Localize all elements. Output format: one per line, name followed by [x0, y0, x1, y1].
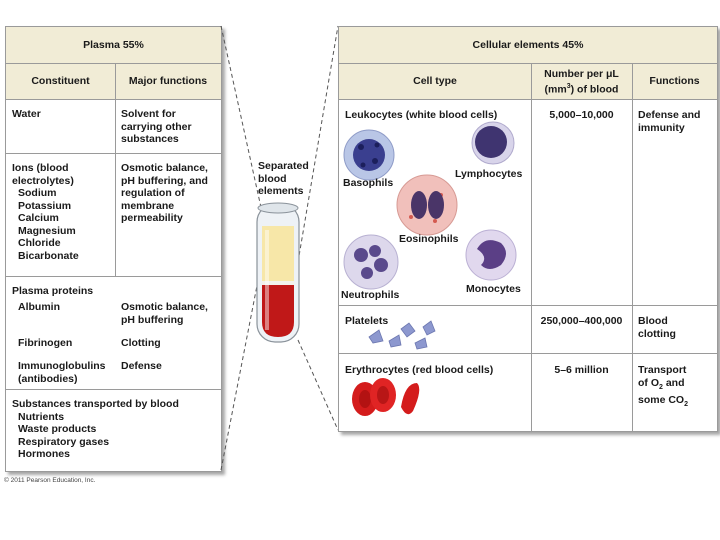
- immunoglobulins-name: Immunoglobulins (antibodies): [18, 360, 106, 385]
- ion-item: Calcium: [18, 212, 59, 224]
- divider: [6, 389, 221, 390]
- lymphocytes-label: Lymphocytes: [455, 168, 523, 180]
- divider: [6, 276, 221, 277]
- water-constituent: Water: [12, 108, 41, 120]
- erythrocyte-cells: [352, 378, 420, 416]
- plasma-title: Plasma 55%: [6, 27, 221, 63]
- tube-buffy-coat: [262, 281, 294, 285]
- fibrinogen-name: Fibrinogen: [18, 337, 73, 349]
- platelets-number: 250,000–400,000: [540, 315, 623, 327]
- fibrinogen-function: Clotting: [121, 337, 161, 349]
- ion-item: Sodium: [18, 187, 57, 199]
- ion-item: Chloride: [18, 237, 61, 249]
- platelet-fragments: [368, 320, 436, 350]
- ion-item: Magnesium: [18, 224, 76, 237]
- divider: [632, 63, 633, 431]
- leukocytes-number: 5,000–10,000: [549, 109, 614, 121]
- plasma-table: Plasma 55% Constituent Major functions W…: [5, 26, 222, 472]
- immunoglobulins-function: Defense: [121, 360, 162, 372]
- platelets-name: Platelets: [345, 315, 389, 327]
- ions-function: Osmotic balance, pH buffering, and regul…: [121, 162, 208, 224]
- functions-header: Functions: [632, 63, 717, 99]
- proteins-heading: Plasma proteins: [12, 285, 94, 297]
- albumin-function: Osmotic balance, pH buffering: [121, 301, 208, 326]
- neutrophil-cell: [343, 234, 399, 290]
- divider: [6, 63, 221, 64]
- divider: [6, 153, 221, 154]
- erythrocytes-name: Erythrocytes (red blood cells): [345, 364, 494, 376]
- leukocytes-name: Leukocytes (white blood cells): [345, 109, 498, 121]
- monocyte-cell: [465, 229, 517, 281]
- major-functions-header: Major functions: [115, 63, 221, 99]
- platelets-function: Blood clotting: [638, 315, 676, 340]
- divider: [339, 63, 717, 64]
- transported-item: Hormones: [18, 448, 70, 460]
- divider: [339, 99, 717, 100]
- water-function: Solvent for carrying other substances: [121, 108, 192, 145]
- transported-item: Respiratory gases: [18, 435, 110, 448]
- cellular-title: Cellular elements 45%: [339, 27, 717, 63]
- ions-constituent: Ions (blood electrolytes) Sodium Potassi…: [6, 158, 114, 266]
- erythrocytes-number: 5–6 million: [554, 364, 609, 376]
- tube-red-cells: [262, 285, 294, 337]
- basophils-label: Basophils: [343, 177, 394, 189]
- neutrophils-label: Neutrophils: [341, 289, 400, 301]
- albumin-name: Albumin: [18, 301, 60, 313]
- cellular-table: Cellular elements 45% Cell type Number p…: [338, 26, 718, 432]
- tube-label: Separated blood elements: [258, 160, 309, 197]
- leukocytes-function: Defense and immunity: [638, 109, 701, 134]
- number-header: Number per μL(mm3) of blood: [531, 63, 632, 99]
- divider: [531, 63, 532, 431]
- basophil-cell: [343, 129, 395, 181]
- divider: [339, 353, 717, 354]
- cell-illustrations: [343, 121, 517, 416]
- eosinophils-label: Eosinophils: [399, 233, 459, 245]
- connector-line: [220, 259, 263, 471]
- copyright: © 2011 Pearson Education, Inc.: [4, 477, 96, 484]
- connector-line: [297, 339, 339, 431]
- tube-rim: [257, 202, 299, 214]
- lymphocyte-cell: [471, 121, 515, 165]
- ion-item: Bicarbonate: [18, 249, 79, 262]
- tube-plasma: [262, 226, 294, 282]
- eosinophil-cell: [396, 174, 458, 236]
- ion-item: Potassium: [18, 199, 72, 212]
- divider: [6, 99, 221, 100]
- transported-item: Nutrients: [18, 410, 65, 423]
- constituent-header: Constituent: [6, 63, 115, 99]
- transported-heading: Substances transported by blood: [12, 398, 179, 410]
- monocytes-label: Monocytes: [466, 283, 521, 295]
- connector-line: [220, 25, 263, 213]
- tube-highlight: [265, 230, 269, 330]
- ions-name: Ions (blood electrolytes): [12, 162, 74, 187]
- cell-type-header: Cell type: [339, 63, 531, 99]
- divider: [115, 63, 116, 276]
- transported-block: Substances transported by blood Nutrient…: [6, 394, 220, 465]
- transported-item: Waste products: [18, 423, 97, 435]
- connector-line: [297, 25, 339, 263]
- divider: [339, 305, 717, 306]
